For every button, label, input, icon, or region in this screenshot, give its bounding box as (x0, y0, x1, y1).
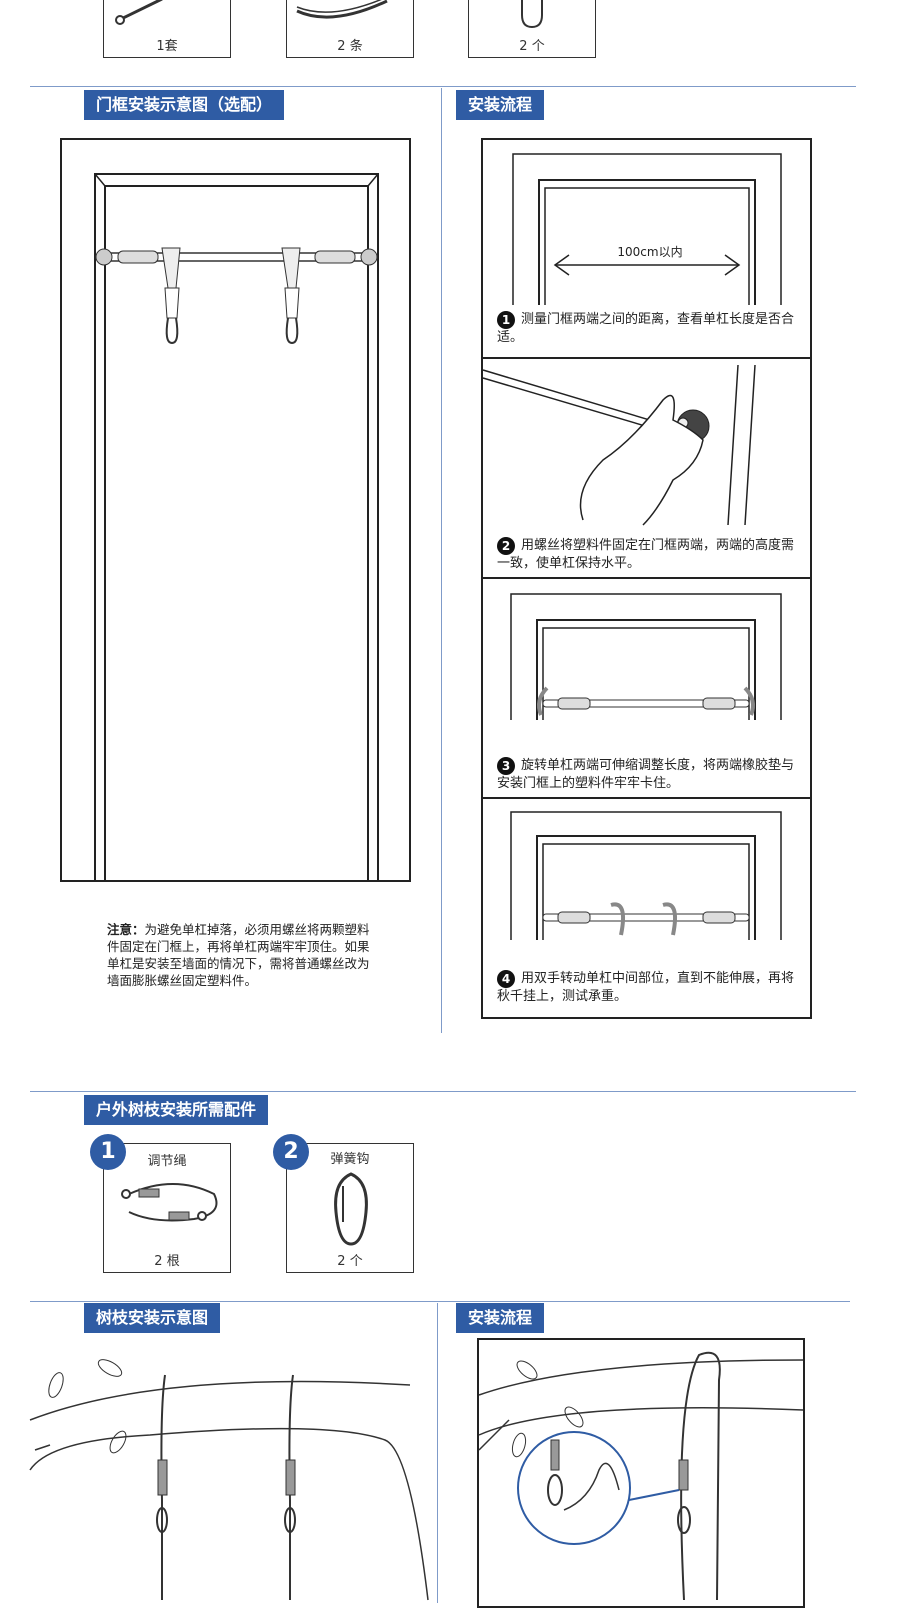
hook-label: 弹簧钩 (330, 1152, 370, 1167)
item-1-number: 1 (90, 1134, 126, 1170)
step2-illustration (482, 364, 756, 526)
note-label: 注意： (107, 922, 145, 937)
adjustable-rope-icon (121, 1183, 218, 1222)
install-section-title: 安装流程 (456, 90, 545, 120)
measure-label: 100cm以内 (617, 245, 683, 259)
strap-icon (296, 0, 388, 19)
door-note: 注意：为避免单杠掉落，必须用螺丝将两颗塑料件固定在门框上，再将单杠两端牢牢顶住。… (107, 921, 372, 989)
step-2-number: 2 (497, 537, 515, 555)
step-3-number: 3 (497, 757, 515, 775)
step-1-number: 1 (497, 311, 515, 329)
carabiner-icon (521, 0, 543, 29)
step-4-desc: 用双手转动单杠中间部位，直到不能伸展，再将秋千挂上，测试承重。 (497, 971, 795, 1004)
item-2-number: 2 (273, 1134, 309, 1170)
top-item-caption: 1套 (156, 39, 178, 54)
section-divider (30, 1091, 856, 1092)
rope-label: 调节绳 (147, 1154, 187, 1169)
note-text: 为避免单杠掉落，必须用螺丝将两颗塑料件固定在门框上，再将单杠两端牢牢顶住。如果单… (107, 922, 370, 988)
top-item-hook-box: 2 个 (468, 0, 596, 58)
step-3-desc: 旋转单杠两端可伸缩调整长度，将两端橡胶垫与安装门框上的塑料件牢牢卡住。 (497, 758, 795, 791)
step3-illustration (510, 593, 782, 720)
rope-caption: 2 根 (154, 1254, 180, 1269)
section-divider (30, 1301, 850, 1302)
step-1-desc: 测量门框两端之间的距离，查看单杠长度是否合适。 (497, 312, 795, 345)
column-divider (441, 88, 442, 1033)
tree-branch-illustration (29, 1359, 429, 1601)
tree-flow-title: 安装流程 (456, 1303, 545, 1333)
hook-caption: 2 个 (337, 1254, 363, 1269)
bar-icon (115, 0, 163, 25)
outdoor-section-title: 户外树枝安装所需配件 (84, 1095, 269, 1125)
column-divider (437, 1303, 438, 1603)
step1-illustration (512, 153, 782, 305)
top-item-caption: 2 条 (337, 39, 363, 54)
step-divider (483, 357, 810, 359)
step-4-number: 4 (497, 970, 515, 988)
step-divider (483, 577, 810, 579)
tree-flow-illustration (478, 1351, 804, 1601)
top-item-strap-box: 2 条 (286, 0, 414, 58)
step4-illustration (510, 811, 782, 940)
hook-item-box: 弹簧钩 2 个 (286, 1143, 414, 1273)
step-2-desc: 用螺丝将塑料件固定在门框两端，两端的高度需一致，使单杠保持水平。 (497, 538, 795, 571)
door-frame-illustration (60, 138, 411, 882)
tree-section-title: 树枝安装示意图 (84, 1303, 221, 1333)
top-item-caption: 2 个 (519, 39, 545, 54)
top-item-bar-box: 1套 (103, 0, 231, 58)
spring-hook-icon (334, 1172, 368, 1246)
step-divider (483, 797, 810, 799)
door-section-title: 门框安装示意图（选配） (84, 90, 285, 120)
rope-item-box: 调节绳 2 根 (103, 1143, 231, 1273)
section-divider (30, 86, 856, 87)
